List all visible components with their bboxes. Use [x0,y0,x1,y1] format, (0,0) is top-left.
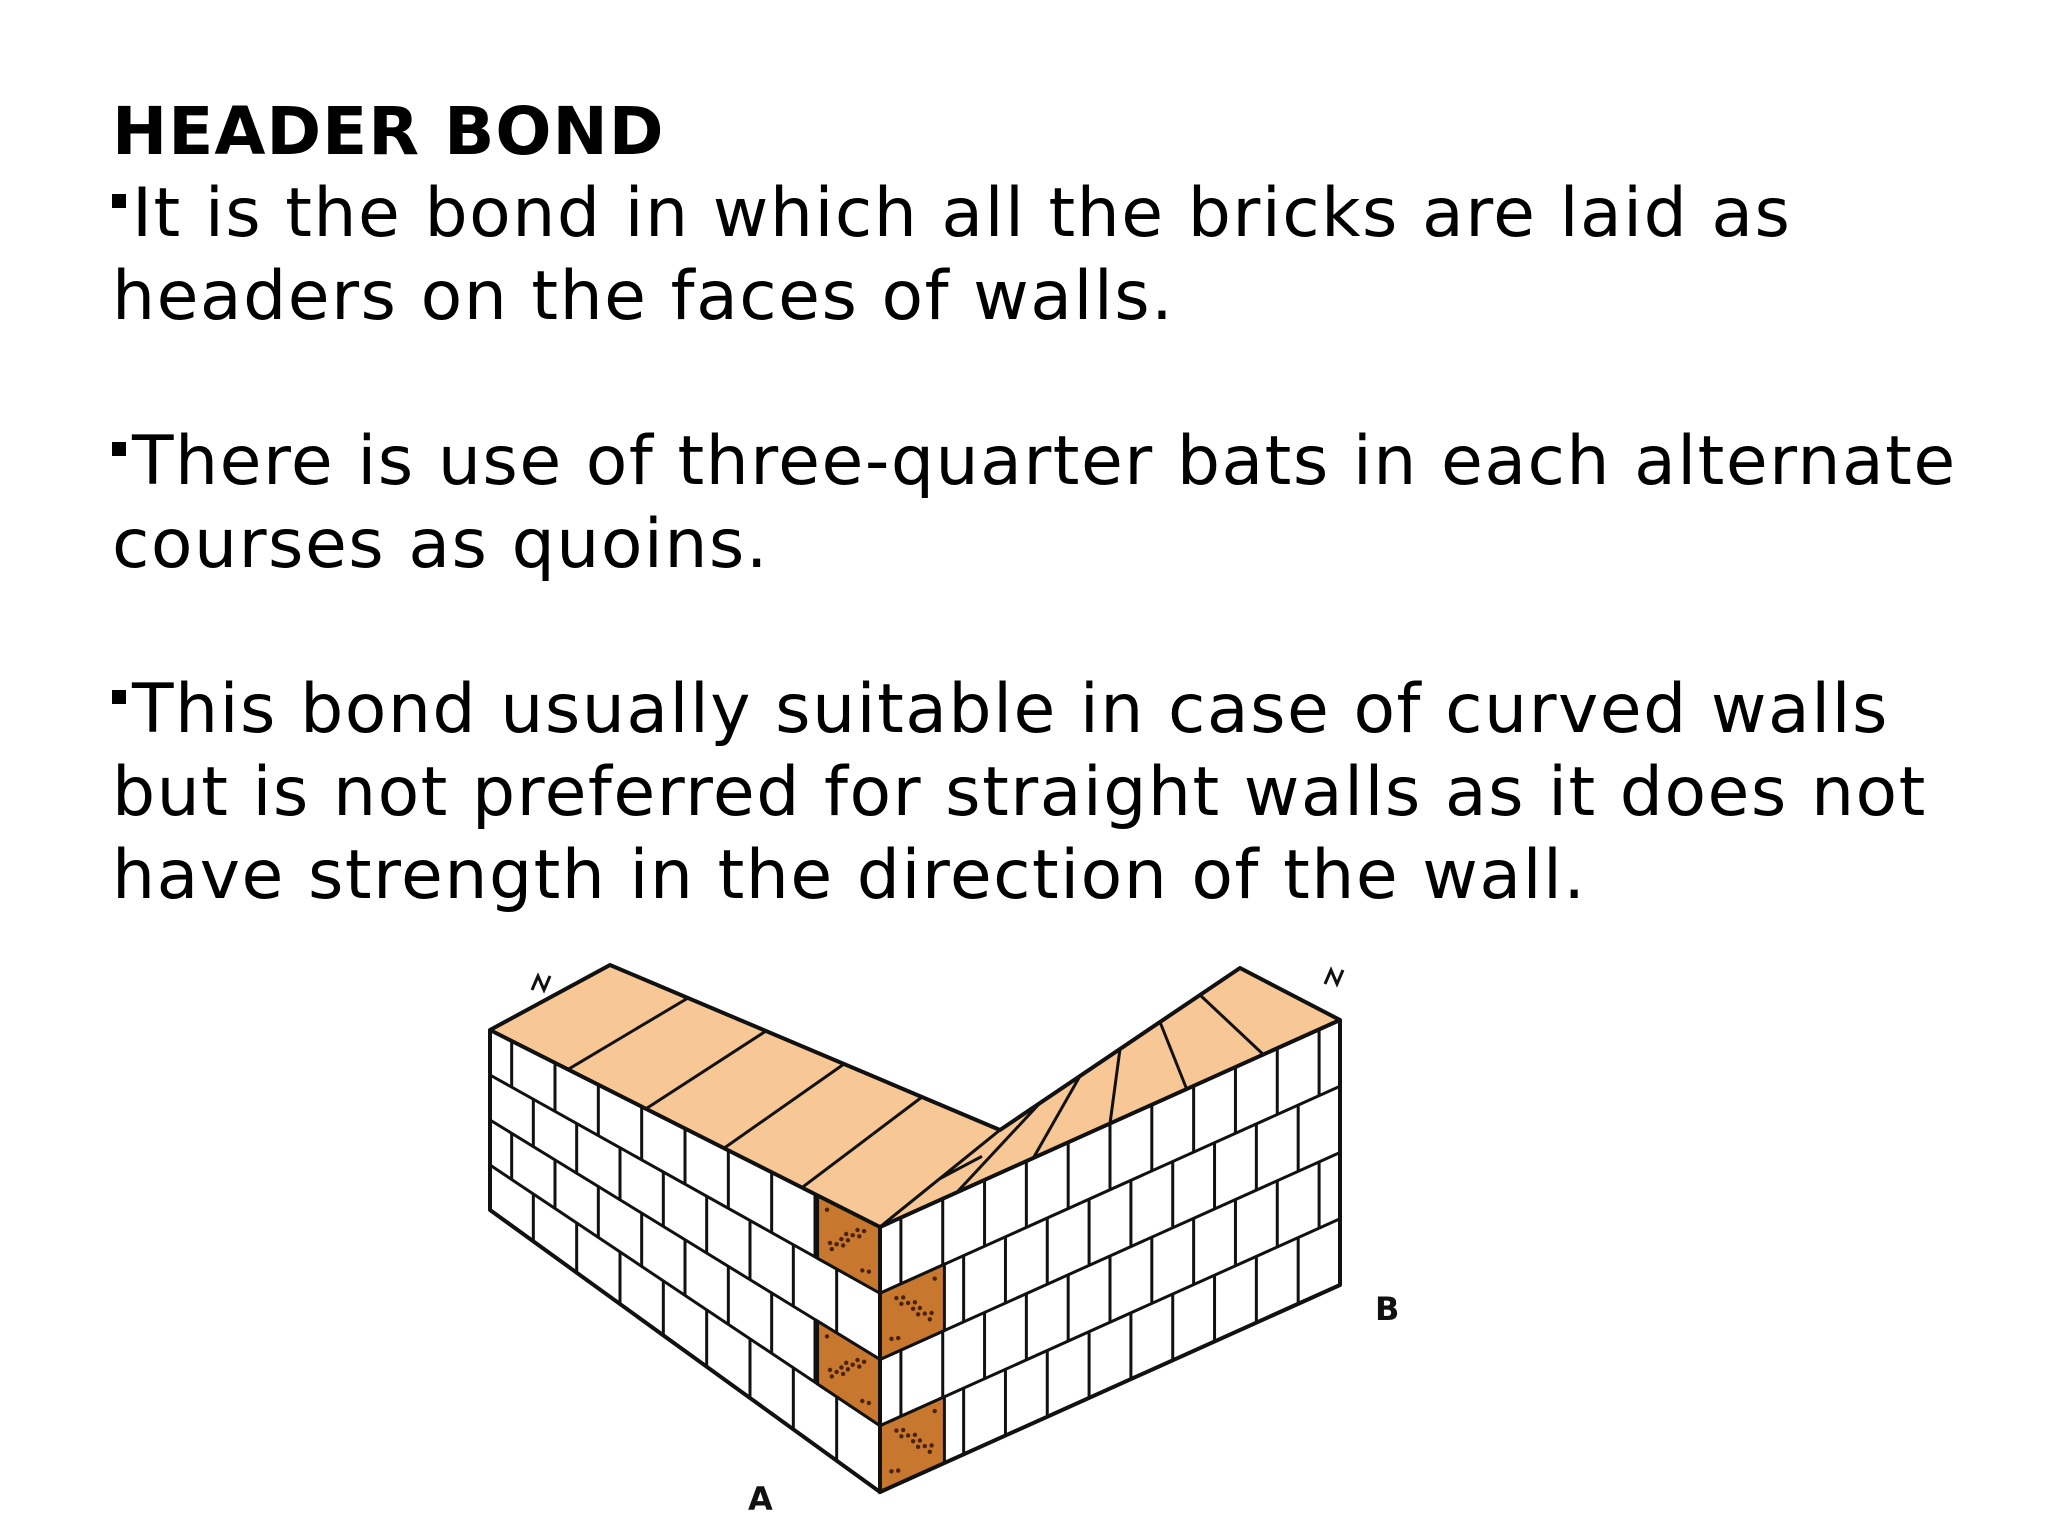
quoin-speckle [855,1357,860,1363]
quoin-speckle [915,1444,921,1449]
quoin-speckle [834,1369,839,1375]
square-bullet-icon [112,194,126,208]
quoin-speckle [834,1242,839,1247]
quoin-speckle [845,1367,851,1372]
quoin-speckle [827,1240,833,1246]
top-joint-corner [939,1155,983,1180]
quoin-speckle [857,1364,862,1369]
quoin-speckle [905,1300,911,1306]
quoin-speckle [899,1301,904,1306]
break-mark-right [1323,966,1345,988]
quoin-speckle [894,1428,899,1433]
quoin-speckle [850,1233,855,1238]
quoin-speckle [829,1246,834,1252]
quoin-speckle [901,1295,906,1300]
quoin-speckle [929,1443,934,1448]
quoin-speckle [912,1300,918,1305]
bullet-text-1: It is the bond in which all the bricks a… [112,174,1792,336]
bullet-text-2: There is use of three-quarter bats in ea… [112,422,1957,584]
quoin-speckle [896,1335,901,1341]
quoin-speckle [840,1243,846,1248]
quoin-speckle [839,1236,844,1242]
quoin-speckle [917,1305,923,1311]
quoin-speckle [860,1268,865,1273]
quoin-speckle [861,1228,867,1234]
quoin-speckle [910,1306,916,1311]
quoin-speckle [827,1367,833,1373]
quoin-speckle [910,1439,916,1444]
top-outline [489,963,1341,1132]
quoin-speckle [850,1362,855,1367]
right-wall-outline [878,1018,1342,1494]
quoin-speckle [915,1312,921,1317]
top-joint-right [1108,1048,1122,1124]
top-course-joints [567,993,1265,1194]
square-bullet-icon [112,442,126,456]
quoin-speckle [845,1238,851,1243]
quoin-speckle [894,1295,899,1301]
quoin-speckle [929,1310,934,1316]
quoin-speckle [840,1371,846,1377]
quoin-speckle [866,1269,872,1274]
top-joint-right [955,1101,1042,1194]
quoin-speckle [844,1360,849,1365]
quoin-speckle [927,1317,932,1322]
bullet-text-3: This bond usually suitable in case of cu… [112,670,1927,915]
quoin-speckle [922,1443,927,1449]
quoin-speckle [927,1449,932,1454]
quoin-speckle [857,1234,862,1239]
top-joint-right [1198,993,1265,1056]
break-mark-left [530,972,552,994]
quoin-speckle [896,1468,901,1473]
square-bullet-icon [112,690,126,704]
quoin-speckle [839,1365,844,1370]
bullet-paragraph-3: This bond usually suitable in case of cu… [112,668,1992,917]
quoin-speckle [889,1469,894,1474]
slide-title: HEADER BOND [112,93,665,170]
quoin-speckle [922,1311,927,1316]
quoin-speckle [917,1438,923,1443]
corner-label-a: A [748,1480,773,1515]
top-joint-left [801,1095,923,1189]
quoin-speckle [901,1427,906,1433]
wall-outline [488,963,1342,1494]
header-bond-illustration: A B [488,963,1399,1515]
quoin-speckle [866,1400,872,1406]
bullet-paragraph-1: It is the bond in which all the bricks a… [112,172,1992,338]
quoin-speckle [905,1433,911,1438]
quoin-texture [824,1207,937,1474]
quoin-speckle [899,1434,904,1439]
quoin-speckle [889,1336,894,1341]
quoin-speckle [860,1398,865,1404]
top-joint-left [567,996,689,1071]
quoin-speckle [844,1231,849,1237]
quoin-speckle [824,1334,830,1339]
top-joint-right [1158,1021,1189,1090]
quoin-speckle [855,1227,860,1233]
top-joint-left [723,1062,845,1150]
wall-end-label-b: B [1375,1290,1399,1328]
quoin-speckle [861,1359,867,1364]
top-joint-right [1032,1075,1082,1159]
top-joint-left [645,1029,767,1111]
quoin-speckle [824,1207,830,1212]
quoin-speckle [829,1374,834,1379]
quoin-speckle [912,1432,918,1437]
quoin-speckle [932,1408,937,1414]
bullet-paragraph-2: There is use of three-quarter bats in ea… [112,420,1992,586]
quoin-speckle [932,1276,937,1281]
